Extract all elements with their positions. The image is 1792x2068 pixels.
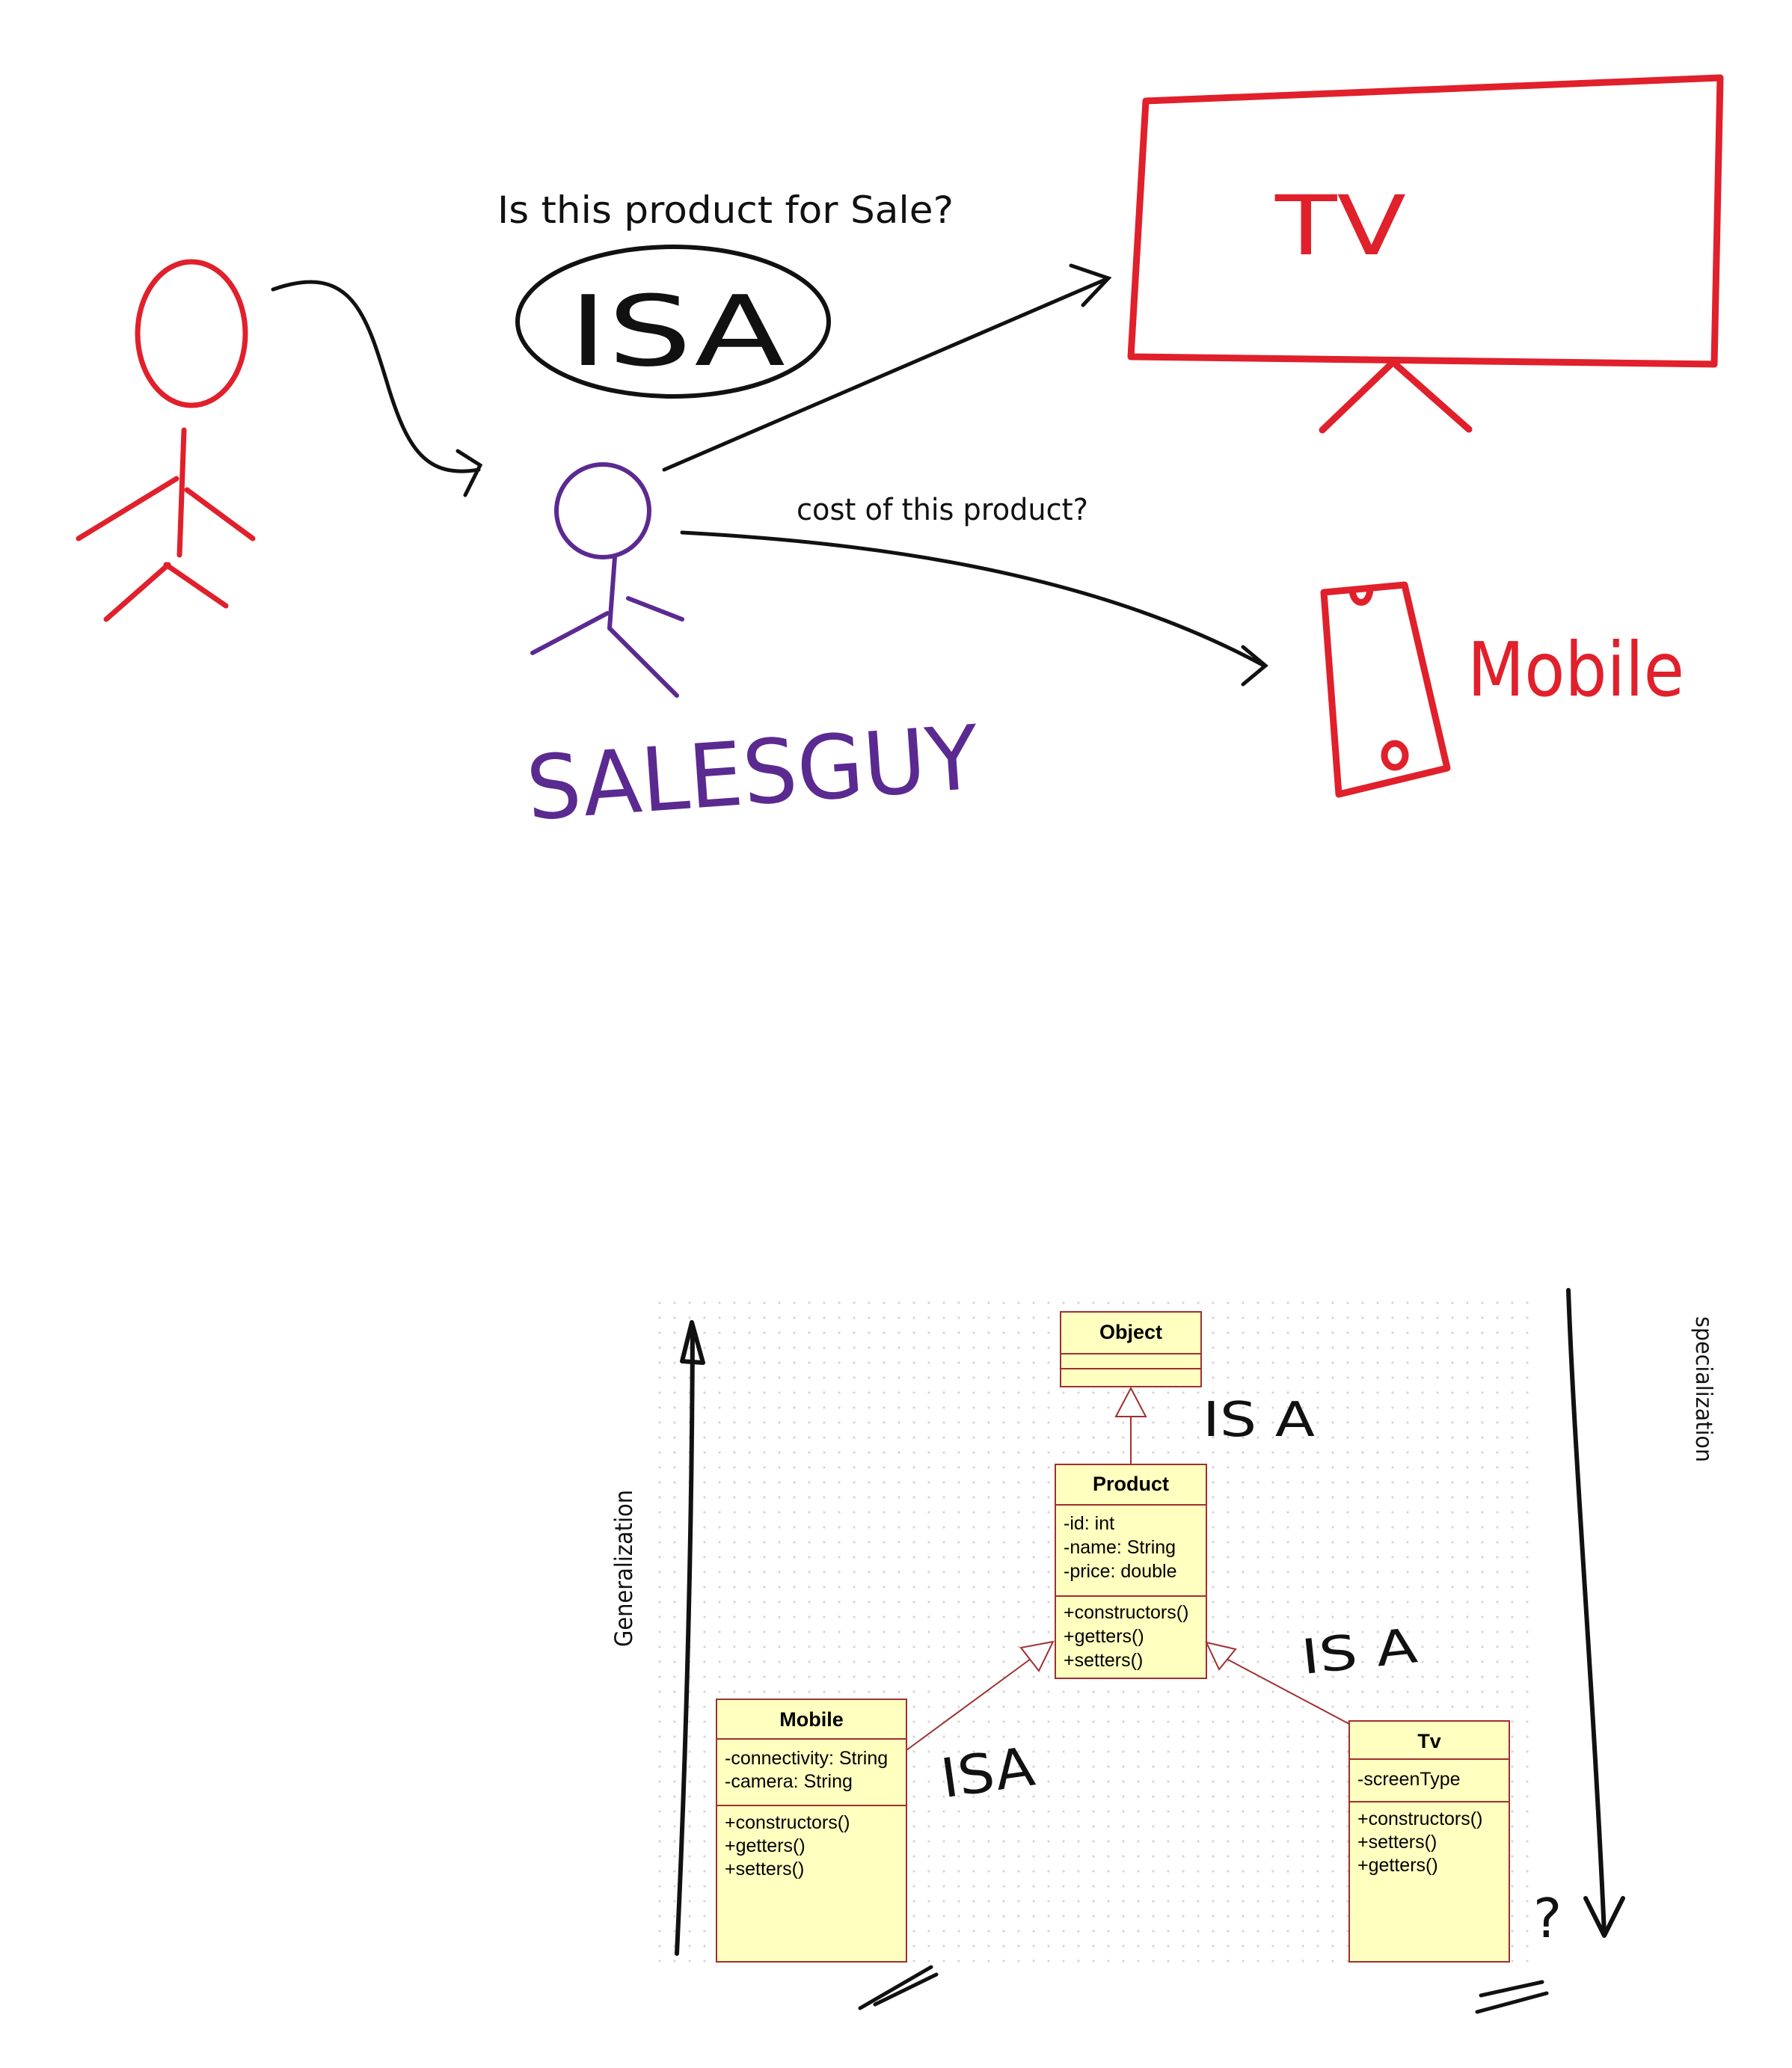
isa-bubble-label: ISA [568, 274, 785, 388]
uml-class-tv: Tv -screenType +constructors() +setters(… [1348, 1720, 1510, 1963]
specialization-label: specialization [1690, 1316, 1716, 1462]
question-mark: ? [1533, 1887, 1562, 1950]
salesguy-label: SALESGUY [523, 706, 982, 841]
tv-method: +getters() [1357, 1855, 1438, 1876]
product-attribute: -price: double [1064, 1561, 1176, 1582]
mobile-class-name: Mobile [779, 1708, 844, 1731]
product-attribute: -name: String [1064, 1537, 1176, 1558]
product-attribute: -id: int [1064, 1513, 1114, 1534]
mobile-drawing [1320, 581, 1451, 798]
mobile-label: Mobile [1467, 626, 1684, 714]
salesguy-to-tv-arrow [662, 263, 1112, 472]
sale-question-label: Is this product for Sale? [497, 188, 954, 232]
inheritance-tv-to-product [1205, 1641, 1350, 1725]
mobile-method: +constructors() [725, 1812, 850, 1833]
mobile-method: +setters() [725, 1859, 804, 1880]
tv-class-name: Tv [1417, 1730, 1441, 1752]
mobile-attribute: -connectivity: String [725, 1748, 888, 1769]
cost-question-label: cost of this product? [797, 493, 1088, 527]
tv-drawing [1127, 74, 1724, 434]
product-method: +constructors() [1064, 1602, 1188, 1623]
tv-label: TV [1274, 178, 1406, 274]
isa-mobile-label: ISA [937, 1735, 1038, 1811]
isa-bubble: ISA [515, 245, 831, 399]
generalization-label: Generalization [610, 1490, 638, 1647]
tv-double-slash-mark [1475, 1980, 1549, 2014]
salesguy-to-mobile-arrow [680, 530, 1268, 687]
inheritance-mobile-to-product [906, 1640, 1055, 1751]
product-method: +getters() [1064, 1626, 1144, 1647]
mobile-method: +getters() [725, 1835, 806, 1856]
isa-tv-label: IS A [1299, 1618, 1420, 1686]
uml-class-object: Object [1060, 1311, 1202, 1387]
isa-object-label: IS A [1203, 1393, 1315, 1448]
uml-class-mobile: Mobile -connectivity: String -camera: St… [716, 1699, 907, 1963]
salesguy-figure [530, 462, 684, 698]
object-class-name: Object [1099, 1321, 1162, 1343]
mobile-double-slash-mark [858, 1965, 939, 2010]
uml-class-product: Product -id: int -name: String -price: d… [1055, 1464, 1207, 1679]
product-class-name: Product [1093, 1473, 1169, 1495]
inheritance-product-to-object [1114, 1386, 1147, 1464]
mobile-attribute: -camera: String [725, 1771, 853, 1792]
tv-method: +constructors() [1357, 1808, 1482, 1829]
generalization-arrow [675, 1320, 705, 1956]
customer-to-salesguy-arrow [271, 280, 483, 497]
tv-attribute: -screenType [1357, 1769, 1461, 1790]
tv-method: +setters() [1357, 1832, 1437, 1853]
specialization-arrow [1566, 1288, 1625, 1938]
customer-figure [76, 259, 256, 622]
product-method: +setters() [1064, 1650, 1143, 1671]
